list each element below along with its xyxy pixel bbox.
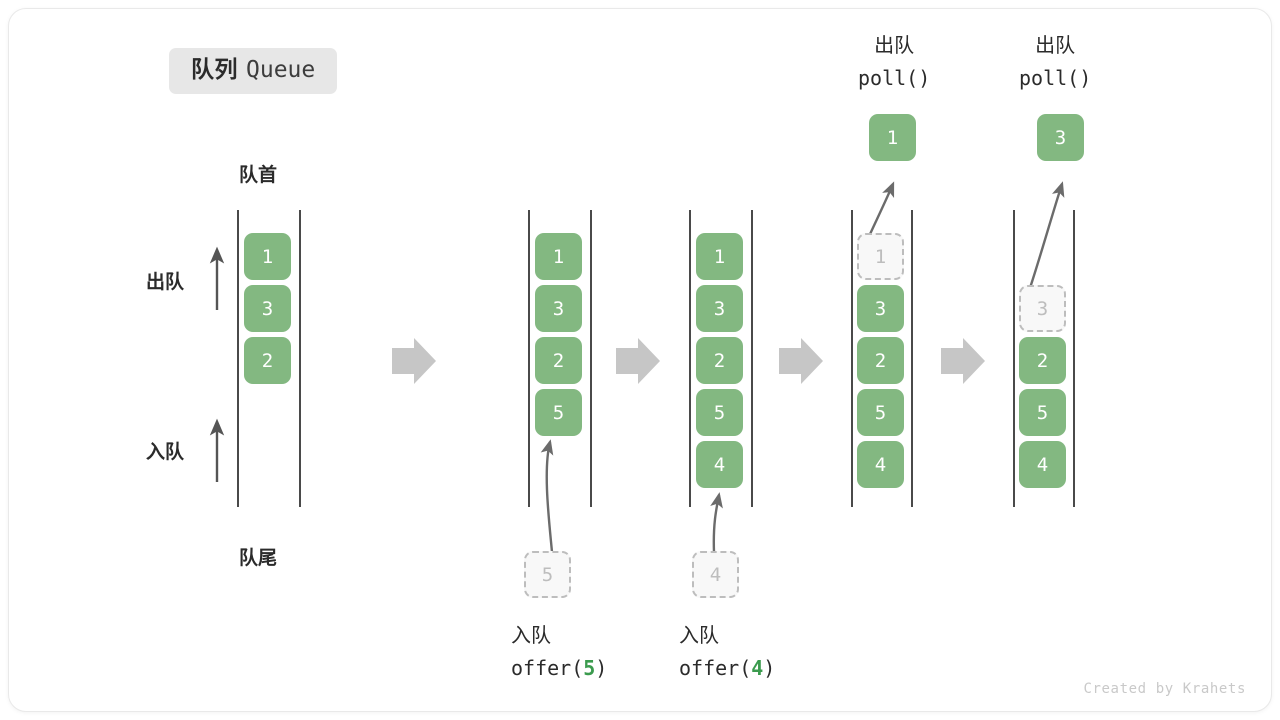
- rail-left: [237, 210, 239, 507]
- queue-cell: 5: [1019, 389, 1066, 436]
- queue-cell: 2: [535, 337, 582, 384]
- code-suffix: ): [918, 66, 931, 91]
- code-suffix: ): [763, 656, 776, 681]
- code-suffix: ): [595, 656, 608, 681]
- incoming-ghost-cell: 4: [692, 551, 739, 598]
- code-suffix: ): [1079, 66, 1092, 91]
- code-prefix: offer(: [511, 656, 584, 681]
- queue-cell: 3: [696, 285, 743, 332]
- title-cn: 队列: [191, 56, 238, 82]
- queue-cell: 5: [696, 389, 743, 436]
- poll-1-caption-cn: 出队: [874, 35, 915, 57]
- offer-5-caption: 入队 offer(5): [511, 620, 607, 685]
- code-value: 5: [583, 656, 596, 681]
- offer-5-caption-code: offer(5): [511, 652, 607, 684]
- offer-5-caption-cn: 入队: [511, 625, 551, 647]
- offer-4-caption-code: offer(4): [679, 652, 775, 684]
- step-arrow-1: [392, 338, 436, 384]
- poll-1-caption-code: poll(): [858, 62, 930, 94]
- queue-head-label: 队首: [239, 165, 278, 186]
- code-prefix: poll(: [858, 66, 919, 91]
- step-arrow-3: [779, 338, 823, 384]
- poll-3-caption-cn: 出队: [1035, 35, 1076, 57]
- offer-4-caption: 入队 offer(4): [679, 620, 775, 685]
- queue-cell-removed: 3: [1019, 285, 1066, 332]
- outgoing-cell: 1: [869, 114, 916, 161]
- dequeue-direction-label: 出队: [146, 272, 185, 293]
- outgoing-cell: 3: [1037, 114, 1084, 161]
- rail-right: [911, 210, 913, 507]
- rail-right: [299, 210, 301, 507]
- incoming-ghost-cell: 5: [524, 551, 571, 598]
- queue-cell: 2: [696, 337, 743, 384]
- queue-cell: 4: [1019, 441, 1066, 488]
- poll-1-caption: 出队 poll(): [858, 30, 930, 95]
- offer-5-arrow: [540, 439, 554, 553]
- queue-cell: 1: [535, 233, 582, 280]
- queue-cell: 3: [535, 285, 582, 332]
- queue-cell: 2: [244, 337, 291, 384]
- code-value: 4: [751, 656, 764, 681]
- queue-cell: 4: [857, 441, 904, 488]
- poll-3-caption: 出队 poll(): [1019, 30, 1091, 95]
- enqueue-direction-label: 入队: [146, 442, 185, 463]
- queue-cell: 3: [857, 285, 904, 332]
- queue-cell-new: 4: [696, 441, 743, 488]
- rail-left: [1013, 210, 1015, 507]
- queue-cell-removed: 1: [857, 233, 904, 280]
- rail-right: [751, 210, 753, 507]
- credit-label: Created by Krahets: [1083, 681, 1246, 697]
- poll-3-arrow: [1027, 181, 1065, 292]
- step-arrow-4: [941, 338, 985, 384]
- queue-cell: 3: [244, 285, 291, 332]
- offer-4-caption-cn: 入队: [679, 625, 719, 647]
- code-prefix: poll(: [1019, 66, 1080, 91]
- rail-right: [1073, 210, 1075, 507]
- rail-left: [528, 210, 530, 507]
- poll-3-caption-code: poll(): [1019, 62, 1091, 94]
- queue-tail-label: 队尾: [239, 548, 278, 569]
- queue-cell-new: 5: [535, 389, 582, 436]
- rail-left: [851, 210, 853, 507]
- title-badge: 队列 Queue: [169, 48, 338, 94]
- queue-cell: 1: [696, 233, 743, 280]
- queue-cell: 5: [857, 389, 904, 436]
- queue-cell: 2: [1019, 337, 1066, 384]
- title-en: Queue: [246, 57, 316, 83]
- rail-left: [689, 210, 691, 507]
- offer-4-arrow: [710, 492, 723, 553]
- queue-cell: 1: [244, 233, 291, 280]
- step-arrow-2: [616, 338, 660, 384]
- queue-cell: 2: [857, 337, 904, 384]
- code-prefix: offer(: [679, 656, 752, 681]
- rail-right: [590, 210, 592, 507]
